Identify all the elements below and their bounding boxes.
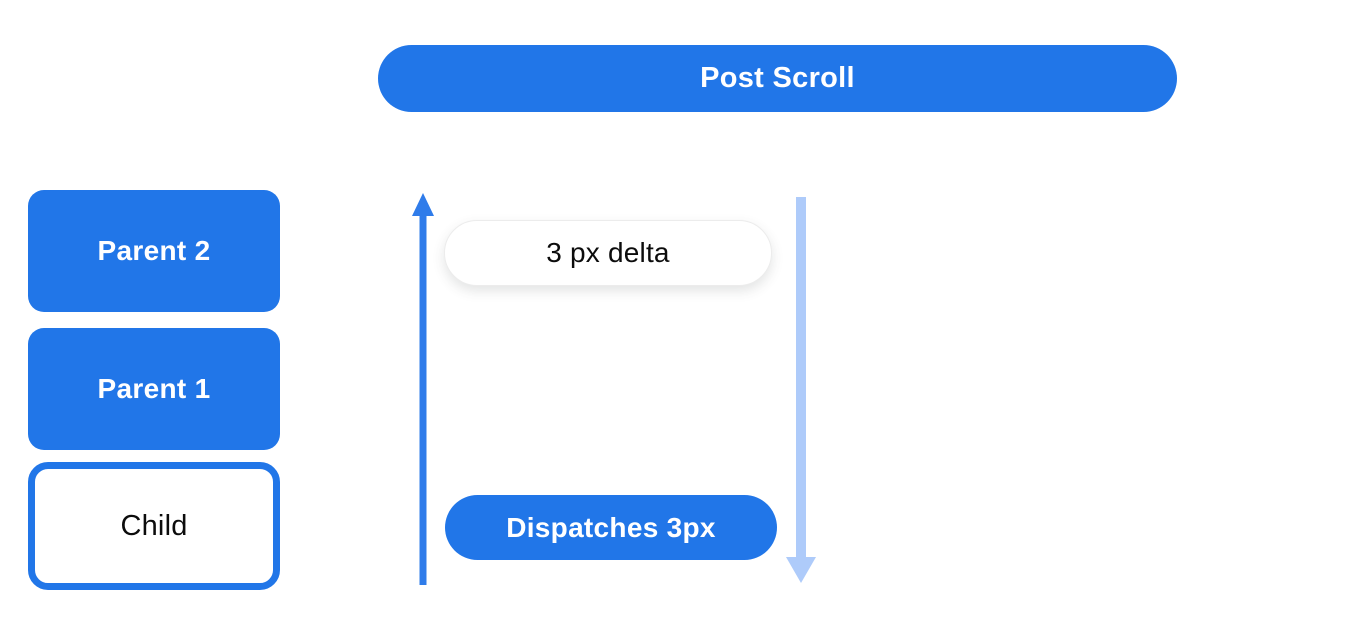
delta-label: 3 px delta — [546, 237, 670, 268]
dispatch-pill: Dispatches 3px — [445, 495, 777, 560]
child-label: Child — [120, 509, 188, 542]
parent-2-box: Parent 2 — [28, 190, 280, 312]
post-scroll-pill: Post Scroll — [378, 45, 1177, 112]
dispatch-label: Dispatches 3px — [506, 511, 716, 543]
post-scroll-label: Post Scroll — [700, 62, 855, 94]
parent-1-box: Parent 1 — [28, 328, 280, 450]
scroll-up-arrow-icon — [412, 193, 434, 585]
dispatch-down-arrow-icon — [786, 197, 816, 583]
delta-pill: 3 px delta — [444, 220, 772, 286]
parent-2-label: Parent 2 — [97, 235, 211, 266]
child-box: Child — [28, 462, 280, 590]
parent-1-label: Parent 1 — [97, 373, 211, 404]
